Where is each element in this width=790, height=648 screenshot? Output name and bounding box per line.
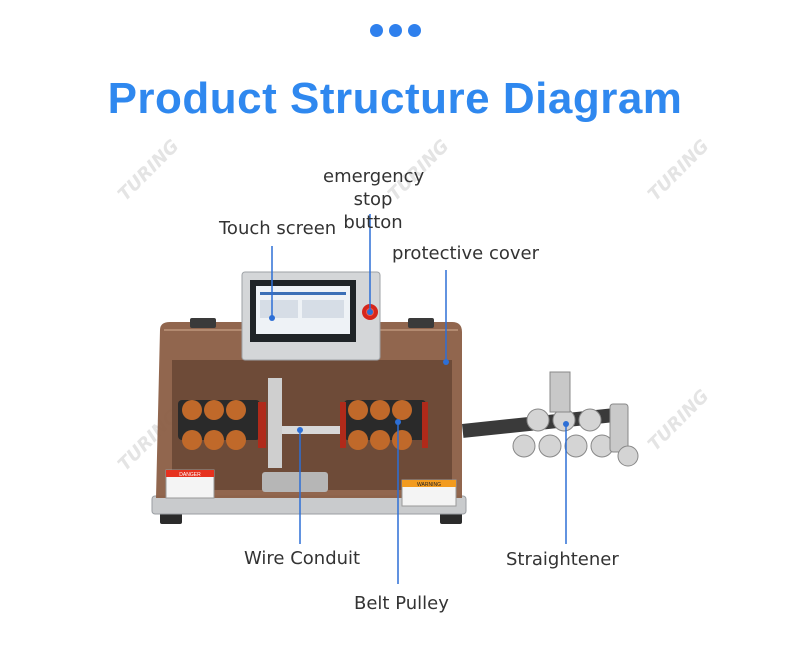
protective-cover-label: protective cover — [392, 243, 540, 264]
emergency-label-line2: stop button — [343, 189, 403, 233]
decorative-dots — [370, 24, 421, 37]
wire-conduit-shape — [282, 426, 352, 434]
callout-dots — [269, 309, 569, 433]
cover-hinge — [190, 318, 216, 328]
page-title: Product Structure Diagram — [107, 74, 683, 123]
straightener-label: Straightener — [506, 549, 619, 570]
blade-block — [268, 378, 282, 468]
wire-conduit-label: Wire Conduit — [244, 548, 361, 569]
handle-slot — [262, 472, 328, 492]
warning-right-text: WARNING — [417, 482, 441, 488]
emergency-stop-label: emergency stop button — [323, 165, 425, 234]
dot — [389, 24, 402, 37]
right-rollers — [340, 400, 428, 450]
warning-left-text: DANGER — [179, 472, 201, 478]
touch-screen-label: Touch screen — [219, 218, 337, 239]
straightener-rollers — [512, 371, 639, 467]
dot — [408, 24, 421, 37]
dot — [370, 24, 383, 37]
cover-hinge — [408, 318, 434, 328]
callout-lines — [271, 214, 567, 584]
belt-pulley-label: Belt Pulley — [354, 593, 449, 614]
left-rollers — [178, 400, 266, 450]
emergency-label-line1: emergency — [323, 166, 425, 187]
